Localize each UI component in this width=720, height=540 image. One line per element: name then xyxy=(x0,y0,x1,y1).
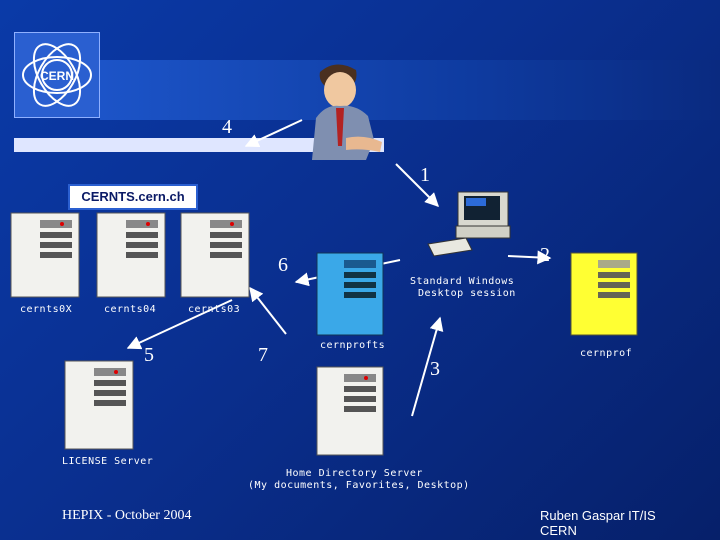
step-7: 7 xyxy=(258,344,268,366)
arrow-5 xyxy=(126,299,233,350)
server-cernprofts xyxy=(316,252,384,341)
footer-right-line1: Ruben Gaspar IT/IS xyxy=(540,508,656,523)
divider-line xyxy=(14,138,384,152)
footer-right: Ruben Gaspar IT/IS CERN xyxy=(540,508,690,538)
cern-logo-text: CERN xyxy=(40,69,74,83)
label-cernts03: cernts03 xyxy=(188,304,241,315)
label-home-dir-2: (My documents, Favorites, Desktop) xyxy=(248,480,470,491)
label-cernts0x: cernts0X xyxy=(20,304,73,315)
footer-right-line2: CERN xyxy=(540,523,577,538)
header-band xyxy=(100,60,720,120)
label-license-server: LICENSE Server xyxy=(62,456,154,467)
step-2: 2 xyxy=(540,244,550,266)
server-license xyxy=(64,360,134,455)
label-std-windows-1: Standard Windows xyxy=(410,276,515,287)
server-cernts03 xyxy=(180,212,250,303)
label-cernprof: cernprof xyxy=(580,348,633,359)
label-std-windows-2: Desktop session xyxy=(418,288,516,299)
arrow-7 xyxy=(249,286,287,335)
arrow-3 xyxy=(411,316,444,417)
arrow-2 xyxy=(507,250,552,265)
step-5: 5 xyxy=(144,344,154,366)
step-6: 6 xyxy=(278,254,288,276)
workstation-icon xyxy=(426,186,522,258)
cernts-domain-label: CERNTS.cern.ch xyxy=(68,184,198,210)
server-cernts04 xyxy=(96,212,166,303)
arrow-4 xyxy=(244,119,303,148)
arrow-1 xyxy=(395,163,439,207)
footer-left: HEPIX - October 2004 xyxy=(62,508,192,523)
cern-logo: CERN xyxy=(14,32,100,118)
step-3: 3 xyxy=(430,358,440,380)
server-cernts0x xyxy=(10,212,80,303)
label-cernts04: cernts04 xyxy=(104,304,157,315)
label-cernprofts: cernprofts xyxy=(320,340,386,351)
step-1: 1 xyxy=(420,164,430,186)
server-home-directory xyxy=(316,366,384,461)
server-cernprof xyxy=(570,252,638,341)
step-4: 4 xyxy=(222,116,232,138)
user-figure xyxy=(306,60,386,160)
label-home-dir-1: Home Directory Server xyxy=(286,468,423,479)
